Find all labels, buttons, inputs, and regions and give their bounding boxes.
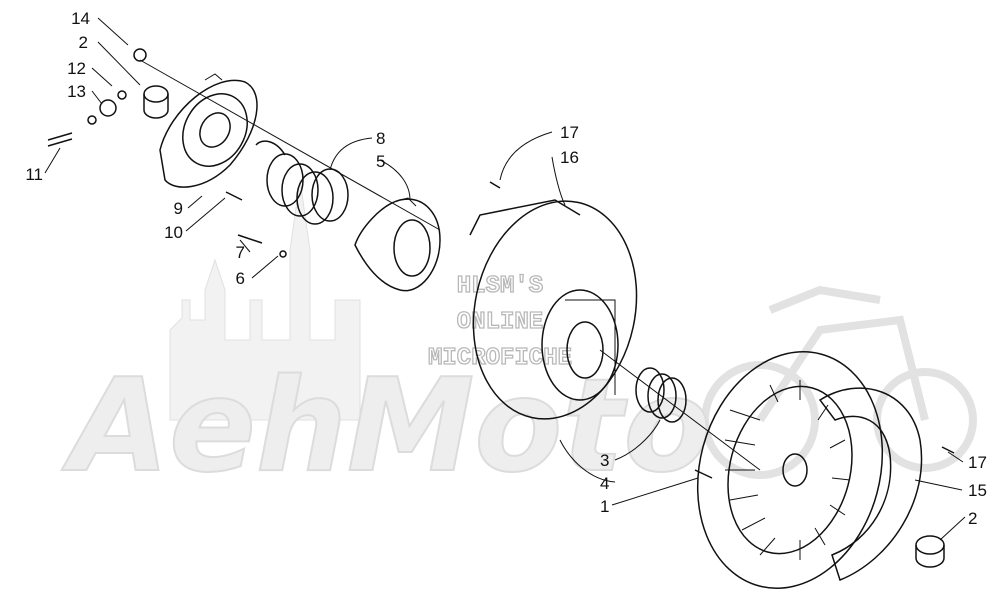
callout-7: 7 [236, 243, 245, 262]
part-10-screw [225, 191, 243, 201]
callout-15: 15 [968, 481, 987, 500]
callout-5: 5 [376, 152, 385, 171]
part-2-bushing-left [143, 85, 169, 119]
callout-8: 8 [376, 129, 385, 148]
callout-13: 13 [67, 82, 86, 101]
watermark: AehMoto HLSM'S ONLINE MICROFICHE [60, 179, 977, 502]
part-17-screw-right [941, 446, 955, 454]
callout-11: 11 [25, 165, 43, 184]
watermark-brand: AehMoto [61, 352, 711, 501]
callout-2-right: 2 [968, 509, 977, 528]
callout-1: 1 [600, 497, 609, 516]
callout-2-left: 2 [79, 33, 88, 52]
part-17-screw-top [489, 181, 501, 189]
callout-labels: 14 2 12 13 11 9 10 8 5 7 6 17 16 3 4 1 1… [25, 9, 987, 528]
callout-12: 12 [67, 59, 86, 78]
watermark-line2: ONLINE [457, 309, 543, 336]
callout-14: 14 [71, 9, 90, 28]
part-3-4-rollers [635, 367, 687, 423]
part-7-bolt [237, 234, 263, 244]
assembly-axis-line [139, 59, 441, 231]
part-1-fixed-sheave [694, 351, 884, 589]
castle-watermark-icon [169, 179, 361, 421]
callout-3: 3 [600, 451, 609, 470]
part-12-washer [117, 90, 127, 100]
part-14-nut [133, 48, 147, 62]
callout-16: 16 [560, 148, 579, 167]
part-16-sheave [469, 199, 638, 420]
part-13-roller [99, 99, 117, 117]
callout-17-right: 17 [968, 453, 987, 472]
part-12-washer-2 [87, 115, 97, 125]
part-5-cam [354, 197, 441, 292]
callout-17-top: 17 [560, 123, 579, 142]
watermark-line3: MICROFICHE [428, 345, 572, 372]
watermark-line1: HLSM'S [457, 273, 543, 300]
callout-4: 4 [600, 474, 609, 493]
part-2-bushing-right [915, 535, 945, 568]
part-15-shield [818, 387, 923, 581]
motorcycle-watermark-icon [701, 285, 977, 479]
part-11-pin [47, 132, 73, 147]
callout-9: 9 [174, 199, 183, 218]
part-9-spider-plate [159, 73, 258, 188]
leader-lines [44, 17, 966, 541]
callout-6: 6 [236, 269, 245, 288]
callout-10: 10 [164, 223, 183, 242]
part-8-spring [255, 140, 349, 225]
part-6-nut [279, 250, 287, 258]
